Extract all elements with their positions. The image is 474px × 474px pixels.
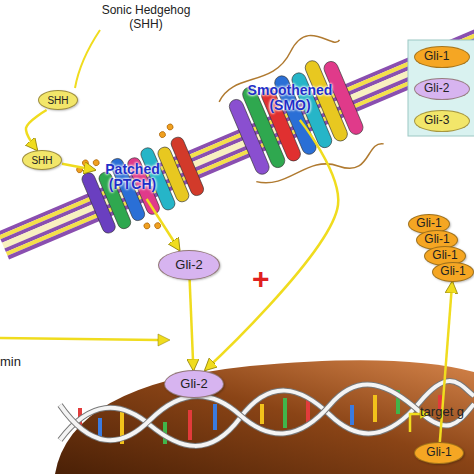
pathway-arrow	[147, 199, 180, 250]
ligand-oval: SHH	[22, 150, 62, 170]
lipid-bead	[159, 131, 167, 139]
membrane-layer	[0, 13, 474, 235]
dna-helix	[60, 381, 474, 446]
pathway-arrow	[205, 120, 338, 370]
protein-oval: Gli-2	[158, 250, 220, 280]
base-pair	[213, 404, 217, 430]
gene-label: target g	[420, 405, 464, 420]
base-pair	[188, 410, 192, 440]
protein-oval: Gli-1	[414, 442, 464, 464]
node-text: Gli-1	[440, 265, 465, 278]
protein-oval: Gli-1	[432, 262, 474, 282]
membrane-layer	[7, 37, 474, 259]
node-text: Gli-1	[416, 217, 441, 230]
leader-line	[75, 30, 100, 88]
plus-sign: +	[252, 262, 270, 297]
smo-loop	[256, 130, 388, 205]
node-text: Gli-1	[426, 446, 451, 459]
membrane-layer	[2, 24, 474, 248]
legend-box	[408, 40, 474, 136]
node-text: Gli-2	[175, 258, 202, 272]
base-pair	[283, 398, 287, 428]
base-pair	[350, 405, 354, 425]
pathway-arrow	[0, 338, 158, 340]
pathway-label: min	[0, 355, 21, 370]
base-pair	[373, 395, 377, 422]
protein-oval: Gli-2	[164, 370, 224, 398]
membrane-layer	[0, 20, 474, 242]
pathway-arrow	[190, 280, 194, 370]
pathway-arrow	[26, 110, 47, 150]
base-pair	[260, 404, 264, 424]
lipid-bead	[166, 123, 174, 131]
cell-membrane	[0, 0, 474, 306]
node-text: SHH	[47, 95, 68, 106]
title-label: Sonic Hedgehog (SHH)	[96, 4, 196, 32]
receptor-complex: Patched (PTCH)	[95, 155, 170, 199]
ligand-oval: SHH	[38, 90, 78, 110]
dna-strand	[60, 381, 474, 446]
arrow-head	[158, 334, 170, 346]
lipid-bead	[92, 159, 100, 167]
dna-strand	[60, 381, 474, 446]
legend-text: Gli-3	[424, 113, 449, 127]
nucleus	[55, 360, 474, 474]
lipid-bead	[81, 159, 89, 167]
node-text: Patched (PTCH)	[95, 162, 170, 193]
dna-strand	[60, 385, 474, 441]
node-text: SHH	[31, 155, 52, 166]
node-text: Gli-1	[424, 233, 449, 246]
lipid-bead	[143, 222, 151, 230]
membrane-layer	[6, 33, 474, 255]
node-text: Smoothened (SMO)	[240, 83, 340, 114]
pathway-arrow	[62, 164, 95, 170]
membrane-layer	[4, 30, 474, 252]
smo-helix	[322, 59, 365, 136]
ptch-helix	[169, 135, 205, 197]
lipid-bead	[154, 222, 162, 230]
node-text: Gli-1	[432, 249, 457, 262]
node-text: Gli-2	[180, 377, 207, 391]
dna-strand	[60, 385, 474, 441]
legend-text: Gli-2	[424, 81, 449, 95]
legend-text: Gli-1	[424, 49, 449, 63]
membrane-layer	[0, 17, 474, 239]
receptor-complex: Smoothened (SMO)	[240, 76, 340, 120]
